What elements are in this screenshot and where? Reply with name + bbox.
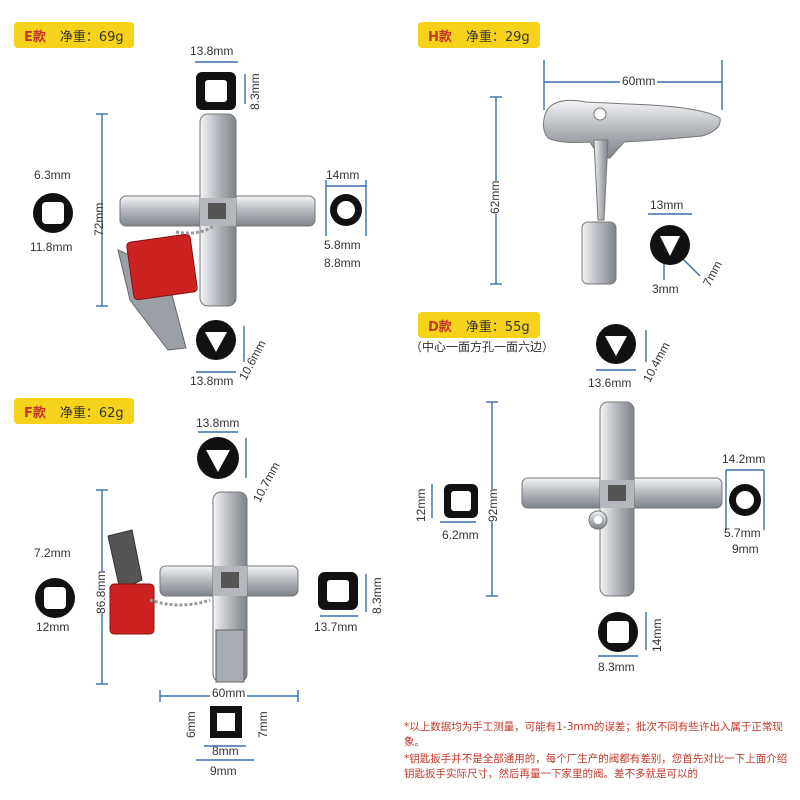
- h-height: 62mm: [488, 180, 502, 214]
- f-left-a: 7.2mm: [34, 546, 71, 560]
- d-right-b: 9mm: [732, 542, 759, 556]
- e-top-width: 13.8mm: [190, 44, 234, 58]
- f-right-height: 8.3mm: [370, 577, 384, 614]
- variant-e-tag: E款 净重：69g: [14, 22, 134, 48]
- f-top-width: 13.8mm: [196, 416, 240, 430]
- f-bottom-h1: 6mm: [184, 711, 198, 738]
- hole-icons: [33, 72, 761, 738]
- e-key-drawing: [117, 113, 316, 351]
- h-tip-a: 3mm: [652, 282, 679, 296]
- d-right-a: 5.7mm: [724, 526, 761, 540]
- e-left-b: 11.8mm: [30, 240, 73, 254]
- h-tip-width: 13mm: [650, 198, 684, 212]
- h-width: 60mm: [620, 74, 658, 88]
- variant-e-model: E款: [24, 29, 46, 45]
- variant-d-model: D款: [428, 319, 452, 335]
- f-height: 86.8mm: [94, 570, 108, 614]
- d-key-drawing: [521, 401, 723, 597]
- e-left-a: 6.3mm: [34, 168, 71, 182]
- d-bottom-height: 14mm: [650, 618, 664, 652]
- variant-f-weight: 净重：62g: [59, 405, 124, 421]
- e-right-a: 5.8mm: [324, 238, 361, 252]
- f-bottom-inner: 8mm: [212, 744, 239, 758]
- d-top-width: 13.6mm: [588, 376, 632, 390]
- note-1: *以上数据均为手工测量，可能有1-3mm的误差；批次不同有些许出入属于正常现象。: [404, 721, 783, 748]
- d-left-width: 6.2mm: [442, 528, 479, 542]
- variant-h-weight: 净重：29g: [465, 29, 530, 45]
- d-height: 92mm: [486, 488, 500, 522]
- variant-e-weight: 净重：69g: [59, 29, 124, 45]
- e-right-b: 8.8mm: [324, 256, 361, 270]
- variant-d-weight: 净重：55g: [465, 319, 530, 335]
- h-key-drawing: [542, 99, 721, 285]
- d-bottom-width: 8.3mm: [598, 660, 635, 674]
- e-top-height: 8.3mm: [248, 73, 262, 110]
- f-bottom-outer: 9mm: [210, 764, 237, 778]
- e-bottom-width: 13.8mm: [190, 374, 234, 388]
- f-bottom-h2: 7mm: [256, 711, 270, 738]
- variant-h-model: H款: [428, 29, 452, 45]
- e-right-width: 14mm: [326, 168, 360, 182]
- note-2: *钥匙扳手并不是全部通用的，每个厂生产的阀都有差别，您首先对比一下上面介绍钥匙扳…: [404, 753, 788, 780]
- d-right-width: 14.2mm: [722, 452, 766, 466]
- f-width: 60mm: [210, 686, 248, 700]
- variant-f-tag: F款 净重：62g: [14, 398, 134, 424]
- variant-d-tag: D款 净重：55g: [418, 312, 540, 338]
- f-left-b: 12mm: [36, 620, 70, 634]
- dimension-lines: [96, 60, 765, 761]
- e-height: 72mm: [92, 202, 106, 236]
- measurement-notes: *以上数据均为手工测量，可能有1-3mm的误差；批次不同有些许出入属于正常现象。…: [404, 720, 796, 784]
- f-right-width: 13.7mm: [314, 620, 358, 634]
- variant-d-subtitle: （中心一面方孔一面六边）: [410, 340, 555, 354]
- variant-h-tag: H款 净重：29g: [418, 22, 540, 48]
- variant-f-model: F款: [24, 405, 46, 421]
- f-key-drawing: [107, 491, 299, 683]
- d-left-height: 12mm: [414, 488, 428, 522]
